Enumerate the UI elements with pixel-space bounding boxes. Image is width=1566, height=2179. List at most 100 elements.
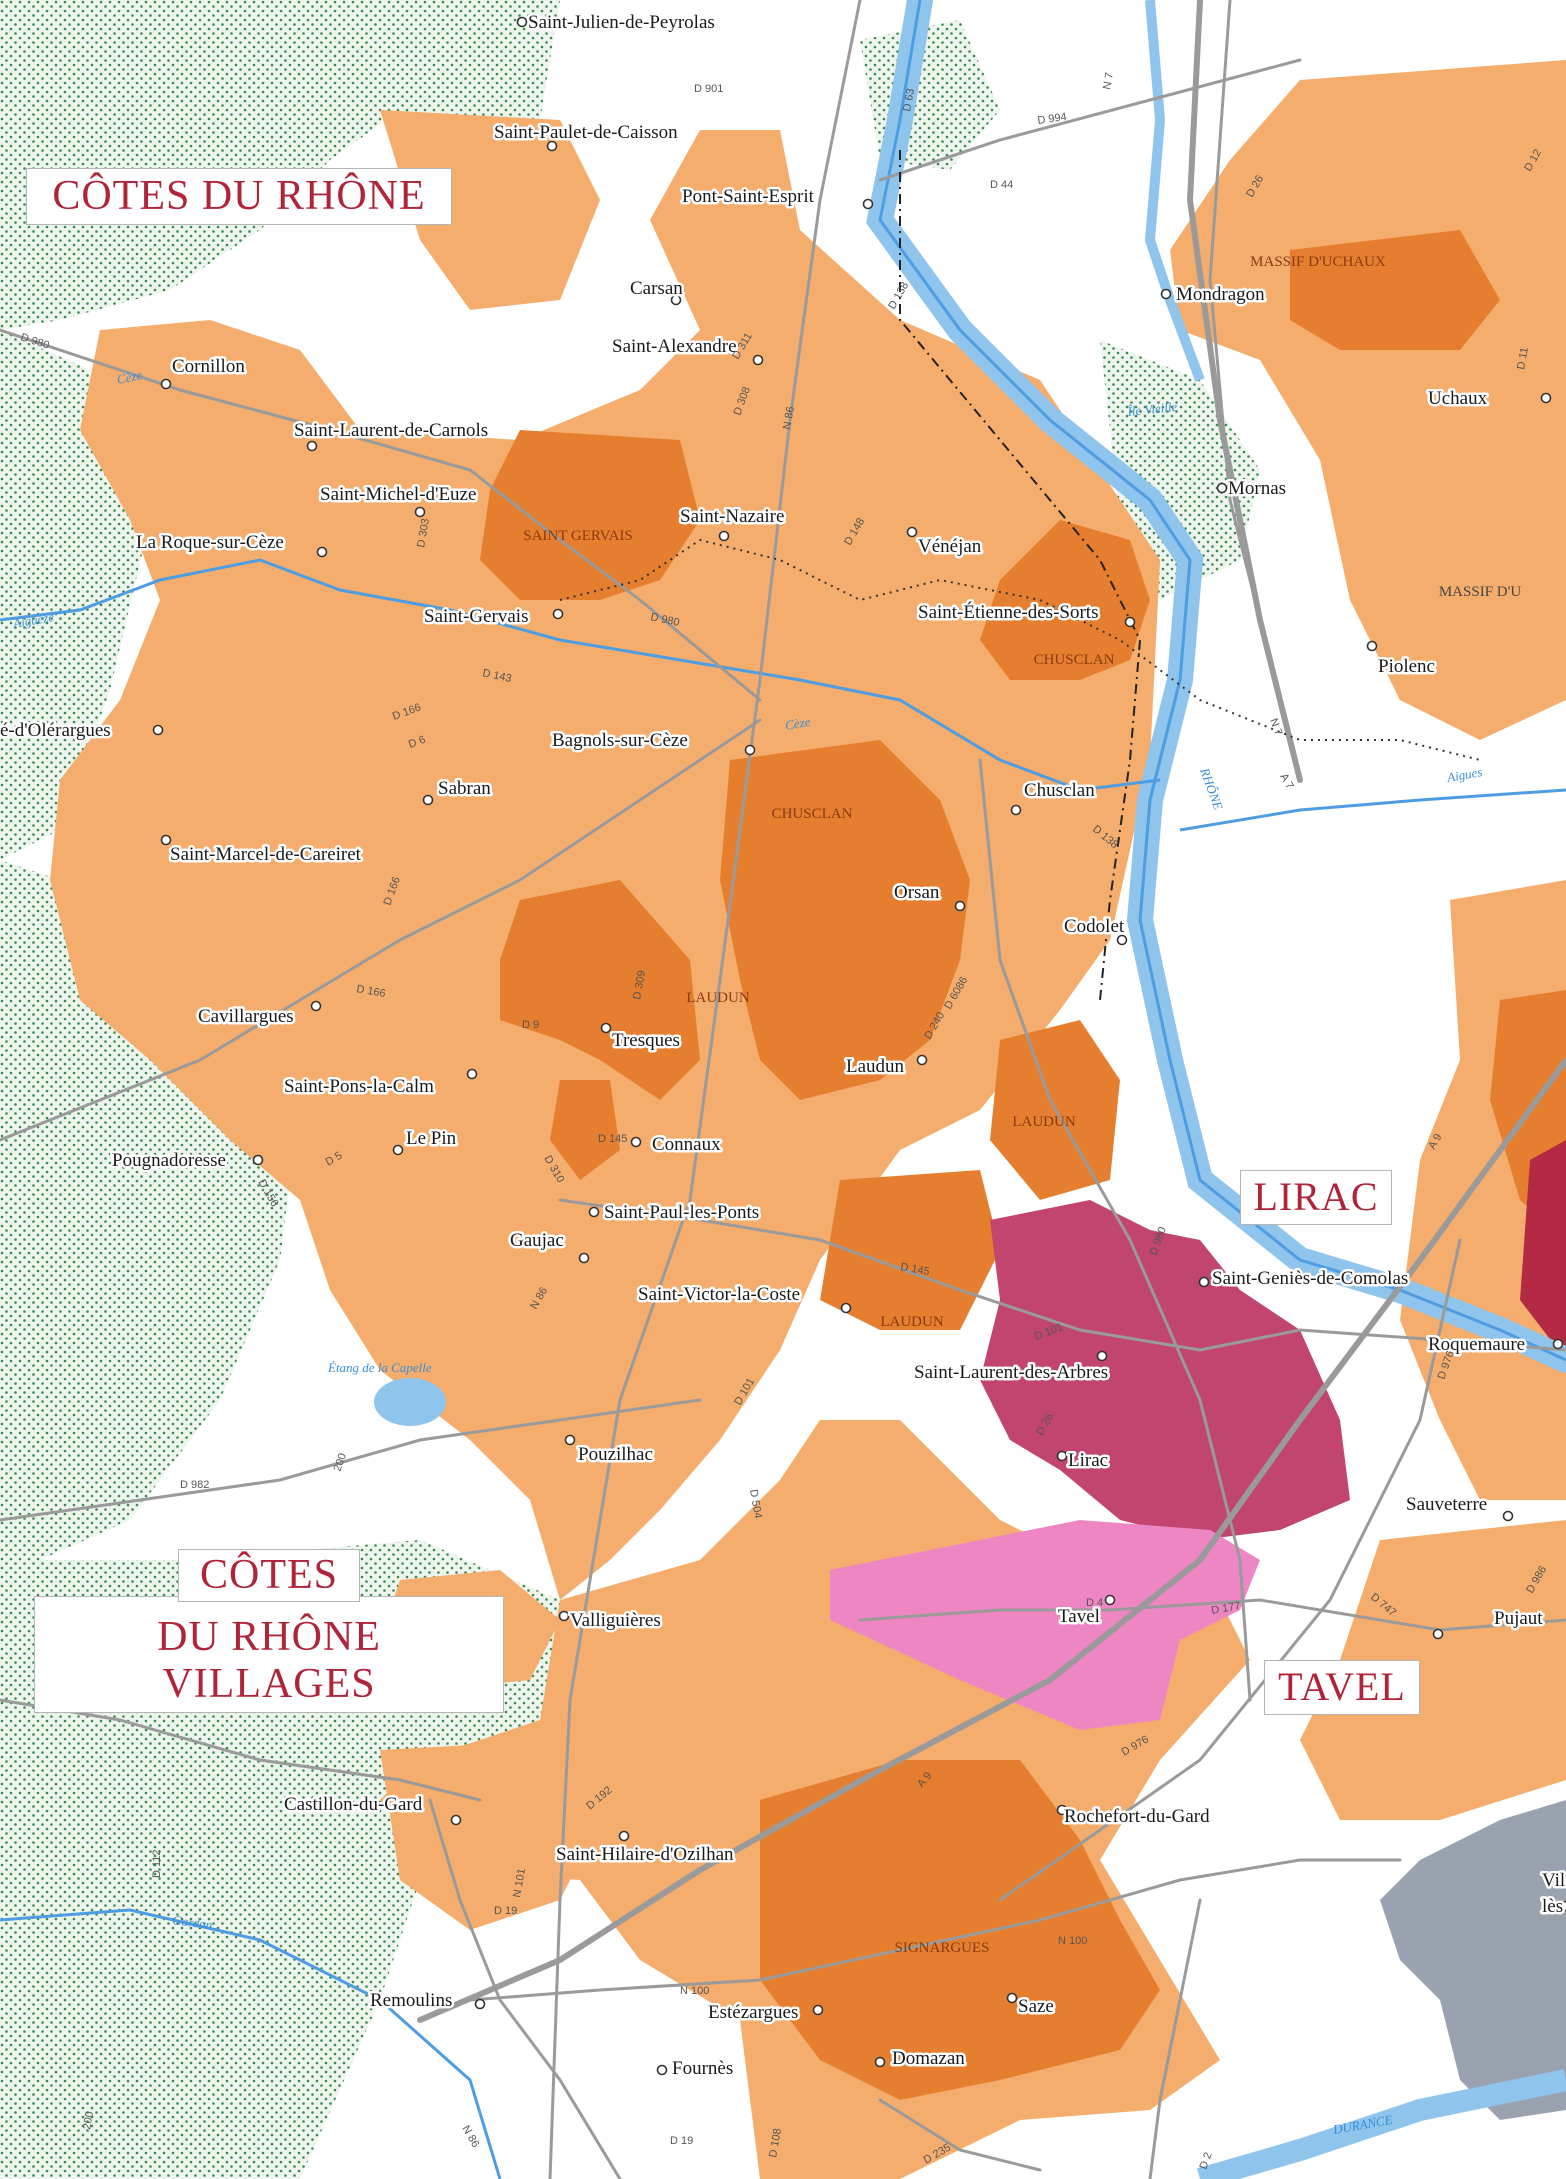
label-rochefort-du-gard-halo: Rochefort-du-Gard	[1064, 1806, 1210, 1827]
label-valliguieres-halo: Valliguières	[570, 1610, 661, 1631]
town-marker-saint-gervais-town	[552, 608, 564, 620]
town-marker-remoulins	[474, 1998, 486, 2010]
label-etang: Étang de la Capelle	[327, 1360, 432, 1375]
town-marker-cavillargues	[310, 1000, 322, 1012]
town-marker-saint-paul-les-ponts	[588, 1206, 600, 1218]
label-d2: D 2	[1198, 2151, 1215, 2171]
label-n101: N 101	[511, 1868, 528, 1899]
town-marker-la-roque-sur-ceze	[316, 546, 328, 558]
label-vil-edge-halo: Vil	[1542, 1870, 1565, 1891]
label-d145a: D 145	[598, 1133, 627, 1145]
label-uchaux-halo: Uchaux	[1428, 388, 1488, 409]
label-d9: D 9	[522, 1019, 539, 1031]
label-n7b: N 7	[1267, 717, 1284, 737]
label-saint-pons-la-calm-halo: Saint-Pons-la-Calm	[284, 1076, 434, 1097]
tavel-area	[830, 1520, 1260, 1730]
label-saint-etienne-des-sorts-halo: Saint-Étienne-des-Sorts	[918, 601, 1098, 623]
label-chusclan-town: Chusclan	[1024, 780, 1095, 801]
aigues-river	[1179, 788, 1566, 832]
town-marker-saint-julien-de-peyrolas	[516, 16, 528, 28]
label-saint-hilaire-dozilhan: Saint-Hilaire-d'Ozilhan	[556, 1844, 734, 1865]
label-castillon-du-gard: Castillon-du-Gard	[284, 1794, 423, 1815]
label-cdr-villages-line1: CÔTES	[178, 1549, 360, 1603]
town-marker-castillon-du-gard	[450, 1814, 462, 1826]
label-roquemaure: Roquemaure	[1428, 1334, 1525, 1355]
chusclan-south-area	[720, 740, 970, 1100]
town-marker-pujaut	[1432, 1628, 1444, 1640]
label-codolet: Codolet	[1064, 916, 1125, 937]
rhone-river-channel	[878, 0, 1566, 1362]
label-connaux-halo: Connaux	[652, 1134, 721, 1155]
label-saint-julien-de-peyrolas-halo: Saint-Julien-de-Peyrolas	[528, 12, 715, 33]
label-d63: D 63	[901, 88, 917, 113]
town-marker-saint-nazaire	[718, 530, 730, 542]
label-saint-gervais: SAINT GERVAIS	[523, 528, 633, 544]
town-marker-chusclan-town	[1010, 804, 1022, 816]
town-marker-olerargues	[152, 724, 164, 736]
label-saint-etienne-des-sorts: Saint-Étienne-des-Sorts	[918, 601, 1098, 623]
label-d112: D 112	[151, 1849, 163, 1878]
town-marker-saint-michel-deuze	[414, 506, 426, 518]
label-d11: D 11	[1515, 346, 1531, 370]
label-cotes-du-rhone: CÔTES DU RHÔNE	[26, 168, 452, 226]
town-marker-saint-etienne-des-sorts	[1124, 616, 1136, 628]
label-saint-genies-de-comolas: Saint-Geniès-de-Comolas	[1212, 1268, 1408, 1289]
label-saze: Saze	[1018, 1996, 1054, 2017]
road-a9	[417, 1057, 1566, 2023]
town-marker-saze	[1006, 1992, 1018, 2004]
label-sauveterre: Sauveterre	[1406, 1494, 1487, 1515]
road-d19	[428, 1798, 622, 2179]
label-tresques-halo: Tresques	[612, 1030, 680, 1051]
label-remoulins: Remoulins	[370, 1990, 452, 2011]
label-olerargues-halo: é-d'Olérargues	[0, 720, 111, 741]
town-marker-saint-marcel-de-careiret	[160, 834, 172, 846]
lirac-zone	[980, 1140, 1566, 1540]
label-tavel-town: Tavel	[1058, 1606, 1100, 1627]
label-d19b: D 19	[670, 2135, 693, 2147]
label-tresques: Tresques	[612, 1030, 680, 1051]
massif-duchaux-area	[1290, 230, 1500, 350]
label-mondragon-halo: Mondragon	[1176, 284, 1265, 305]
road-d4	[858, 1598, 1566, 1632]
lirac-east-area	[1520, 1140, 1566, 1360]
town-marker-pougnadoresse	[252, 1154, 264, 1166]
label-vil-edge: Vil	[1542, 1870, 1565, 1891]
label-piolenc-halo: Piolenc	[1378, 656, 1435, 677]
cdr-ceze-north-area	[380, 110, 600, 310]
label-piolenc: Piolenc	[1378, 656, 1435, 677]
saint-gervais-area	[480, 430, 700, 600]
laudun-connaux-area	[550, 1080, 620, 1180]
label-saint-michel-deuze: Saint-Michel-d'Euze	[320, 484, 476, 505]
label-laudun-3: LAUDUN	[880, 1314, 943, 1330]
durance-river	[1196, 2069, 1566, 2179]
label-venejan: Vénéjan	[918, 536, 982, 557]
town-marker-tresques	[600, 1022, 612, 1034]
road-n100	[468, 1858, 1402, 2002]
label-d994: D 994	[1037, 111, 1068, 127]
label-saint-genies-de-comolas-halo: Saint-Geniès-de-Comolas	[1212, 1268, 1408, 1289]
label-a7: A 7	[1277, 772, 1295, 792]
road-d981	[0, 1698, 482, 1802]
label-saint-michel-deuze-halo: Saint-Michel-d'Euze	[320, 484, 476, 505]
town-marker-connaux	[630, 1136, 642, 1148]
road-d980	[0, 328, 762, 702]
label-carsan-halo: Carsan	[630, 278, 683, 299]
chusclan-north-area	[980, 520, 1150, 680]
town-marker-lirac-town	[1056, 1450, 1068, 1462]
label-sauveterre-halo: Sauveterre	[1406, 1494, 1487, 1515]
label-le-pin: Le Pin	[406, 1128, 457, 1149]
laudun-south-area	[820, 1170, 1000, 1330]
road-d982	[0, 1398, 702, 1522]
label-venejan-halo: Vénéjan	[918, 536, 982, 557]
town-marker-uchaux	[1540, 392, 1552, 404]
label-orsan: Orsan	[894, 882, 940, 903]
town-marker-saint-paulet-de-caisson	[546, 140, 558, 152]
label-connaux: Connaux	[652, 1134, 721, 1155]
label-mornas: Mornas	[1228, 478, 1286, 499]
label-saint-paul-les-ponts: Saint-Paul-les-Ponts	[604, 1202, 759, 1223]
laudun-west-area	[500, 880, 700, 1100]
label-bagnols-sur-ceze-halo: Bagnols-sur-Cèze	[552, 730, 688, 751]
label-saint-laurent-de-carnols-halo: Saint-Laurent-de-Carnols	[294, 420, 488, 441]
label-saint-paulet-de-caisson-halo: Saint-Paulet-de-Caisson	[494, 122, 678, 143]
